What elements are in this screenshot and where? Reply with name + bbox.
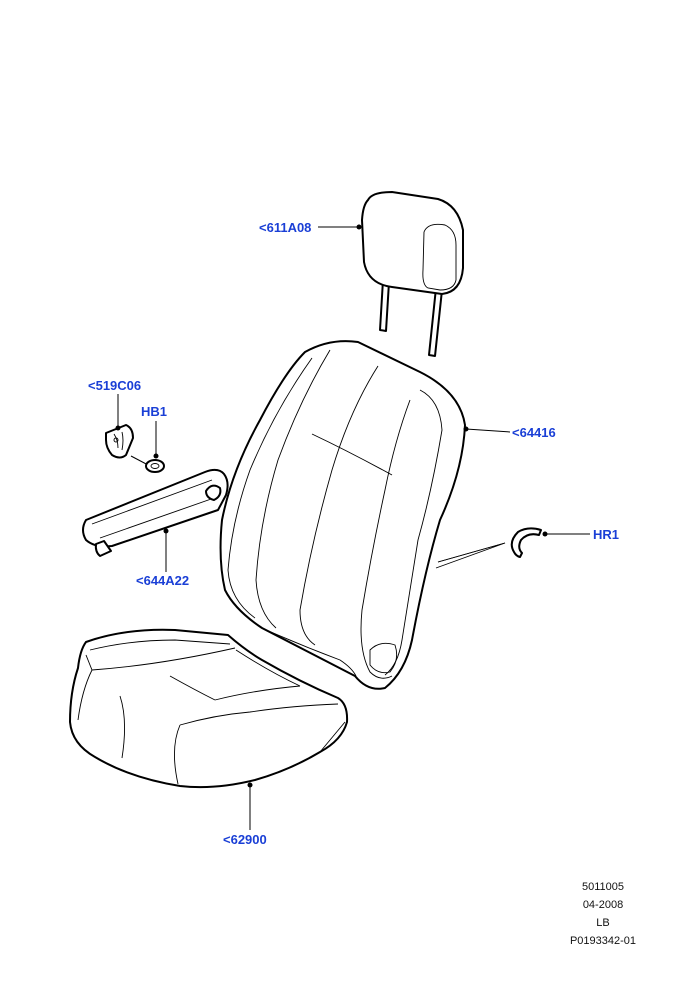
hb1-cap-illustration — [145, 459, 165, 473]
callout-cushion[interactable]: <62900 — [223, 832, 267, 847]
reference-block: 5011005 04-2008 LB P0193342-01 — [528, 878, 678, 950]
leader-lines — [115, 224, 590, 830]
reference-line-2: 04-2008 — [582, 899, 624, 911]
callout-armrest[interactable]: <644A22 — [136, 573, 190, 588]
reference-line-4: P0193342-01 — [569, 935, 637, 947]
bracket-illustration — [105, 424, 151, 467]
leader-seatback — [465, 428, 511, 433]
headrest-illustration — [361, 191, 464, 357]
callout-hb1[interactable]: HB1 — [141, 404, 168, 419]
reference-line-3: LB — [596, 917, 610, 929]
callout-headrest[interactable]: <611A08 — [259, 220, 312, 235]
callout-bracket[interactable]: <519C06 — [88, 378, 142, 393]
hr1-hook-illustration — [435, 527, 542, 569]
callout-hr1[interactable]: HR1 — [593, 527, 620, 542]
callout-seatback[interactable]: <64416 — [512, 425, 556, 440]
seat-back-illustration — [219, 340, 466, 690]
armrest-illustration — [82, 468, 229, 557]
reference-line-1: 5011005 — [581, 881, 624, 893]
seat-cushion-illustration — [69, 628, 349, 789]
